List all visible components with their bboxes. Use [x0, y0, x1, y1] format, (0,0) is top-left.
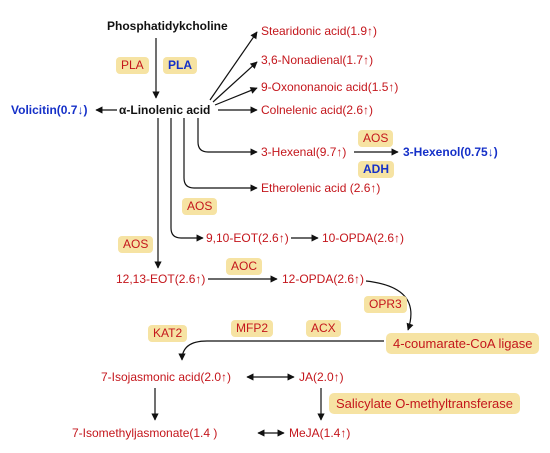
arrow-to-etherolenic [183, 118, 258, 192]
enzyme-opr3: OPR3 [364, 296, 407, 313]
arrow-ligase-to-isojasmonic [178, 340, 384, 361]
enzyme-pla-red: PLA [116, 57, 149, 74]
enzyme-kat2: KAT2 [148, 325, 188, 342]
arrow-to-hexenal [197, 118, 258, 156]
compound-phosphatidylcholine: Phosphatidykcholine [107, 19, 228, 33]
compound-7-isojasmonic-acid: 7-Isojasmonic acid(2.0↑) [101, 370, 232, 384]
compound-meja: MeJA(1.4↑) [289, 426, 351, 440]
arrow-to-eot910 [170, 118, 204, 242]
compound-hexenal: 3-Hexenal(9.7↑) [261, 145, 347, 159]
enzyme-mfp2: MFP2 [231, 320, 274, 337]
enzyme-aos-eot910: AOS [182, 198, 218, 215]
enzyme-4-coumarate-coa-ligase: 4-coumarate-CoA ligase [386, 333, 540, 354]
compound-alpha-linolenic-acid: α-Linolenic acid [119, 103, 211, 117]
compound-ja: JA(2.0↑) [299, 370, 344, 384]
arrow-to-stearidonic [209, 31, 258, 101]
compound-etherolenic-acid: Etherolenic acid (2.6↑) [261, 181, 381, 195]
enzyme-aos-eot1213: AOS [118, 236, 154, 253]
compound-12-13-eot: 12,13-EOT(2.6↑) [116, 272, 206, 286]
arrow-opda12-to-ligase [365, 280, 414, 331]
compound-7-isomethyljasmonate: 7-Isomethyljasmonate(1.4 ) [72, 426, 218, 440]
compound-nonadienal: 3,6-Nonadienal(1.7↑) [261, 53, 374, 67]
compound-12-opda: 12-OPDA(2.6↑) [282, 272, 365, 286]
enzyme-acx: ACX [306, 320, 341, 337]
enzyme-adh: ADH [358, 161, 394, 178]
compound-colnelenic-acid: Colnelenic acid(2.6↑) [261, 103, 374, 117]
enzyme-aoc: AOC [226, 258, 263, 275]
enzyme-salicylate-o-methyltransferase: Salicylate O-methyltransferase [329, 393, 521, 414]
compound-oxononanoic-acid: 9-Oxononanoic acid(1.5↑) [261, 80, 399, 94]
compound-10-opda: 10-OPDA(2.6↑) [322, 231, 405, 245]
compound-hexenol: 3-Hexenol(0.75↓) [403, 145, 498, 159]
enzyme-pla-blue: PLA [163, 57, 197, 74]
compound-volicitin: Volicitin(0.7↓) [11, 103, 88, 117]
arrow-to-nonadienal [212, 61, 258, 103]
compound-stearidonic-acid: Stearidonic acid(1.9↑) [261, 24, 378, 38]
arrow-to-oxononanoic [214, 87, 258, 106]
enzyme-aos-hexenal: AOS [358, 130, 394, 147]
compound-9-10-eot: 9,10-EOT(2.6↑) [206, 231, 289, 245]
